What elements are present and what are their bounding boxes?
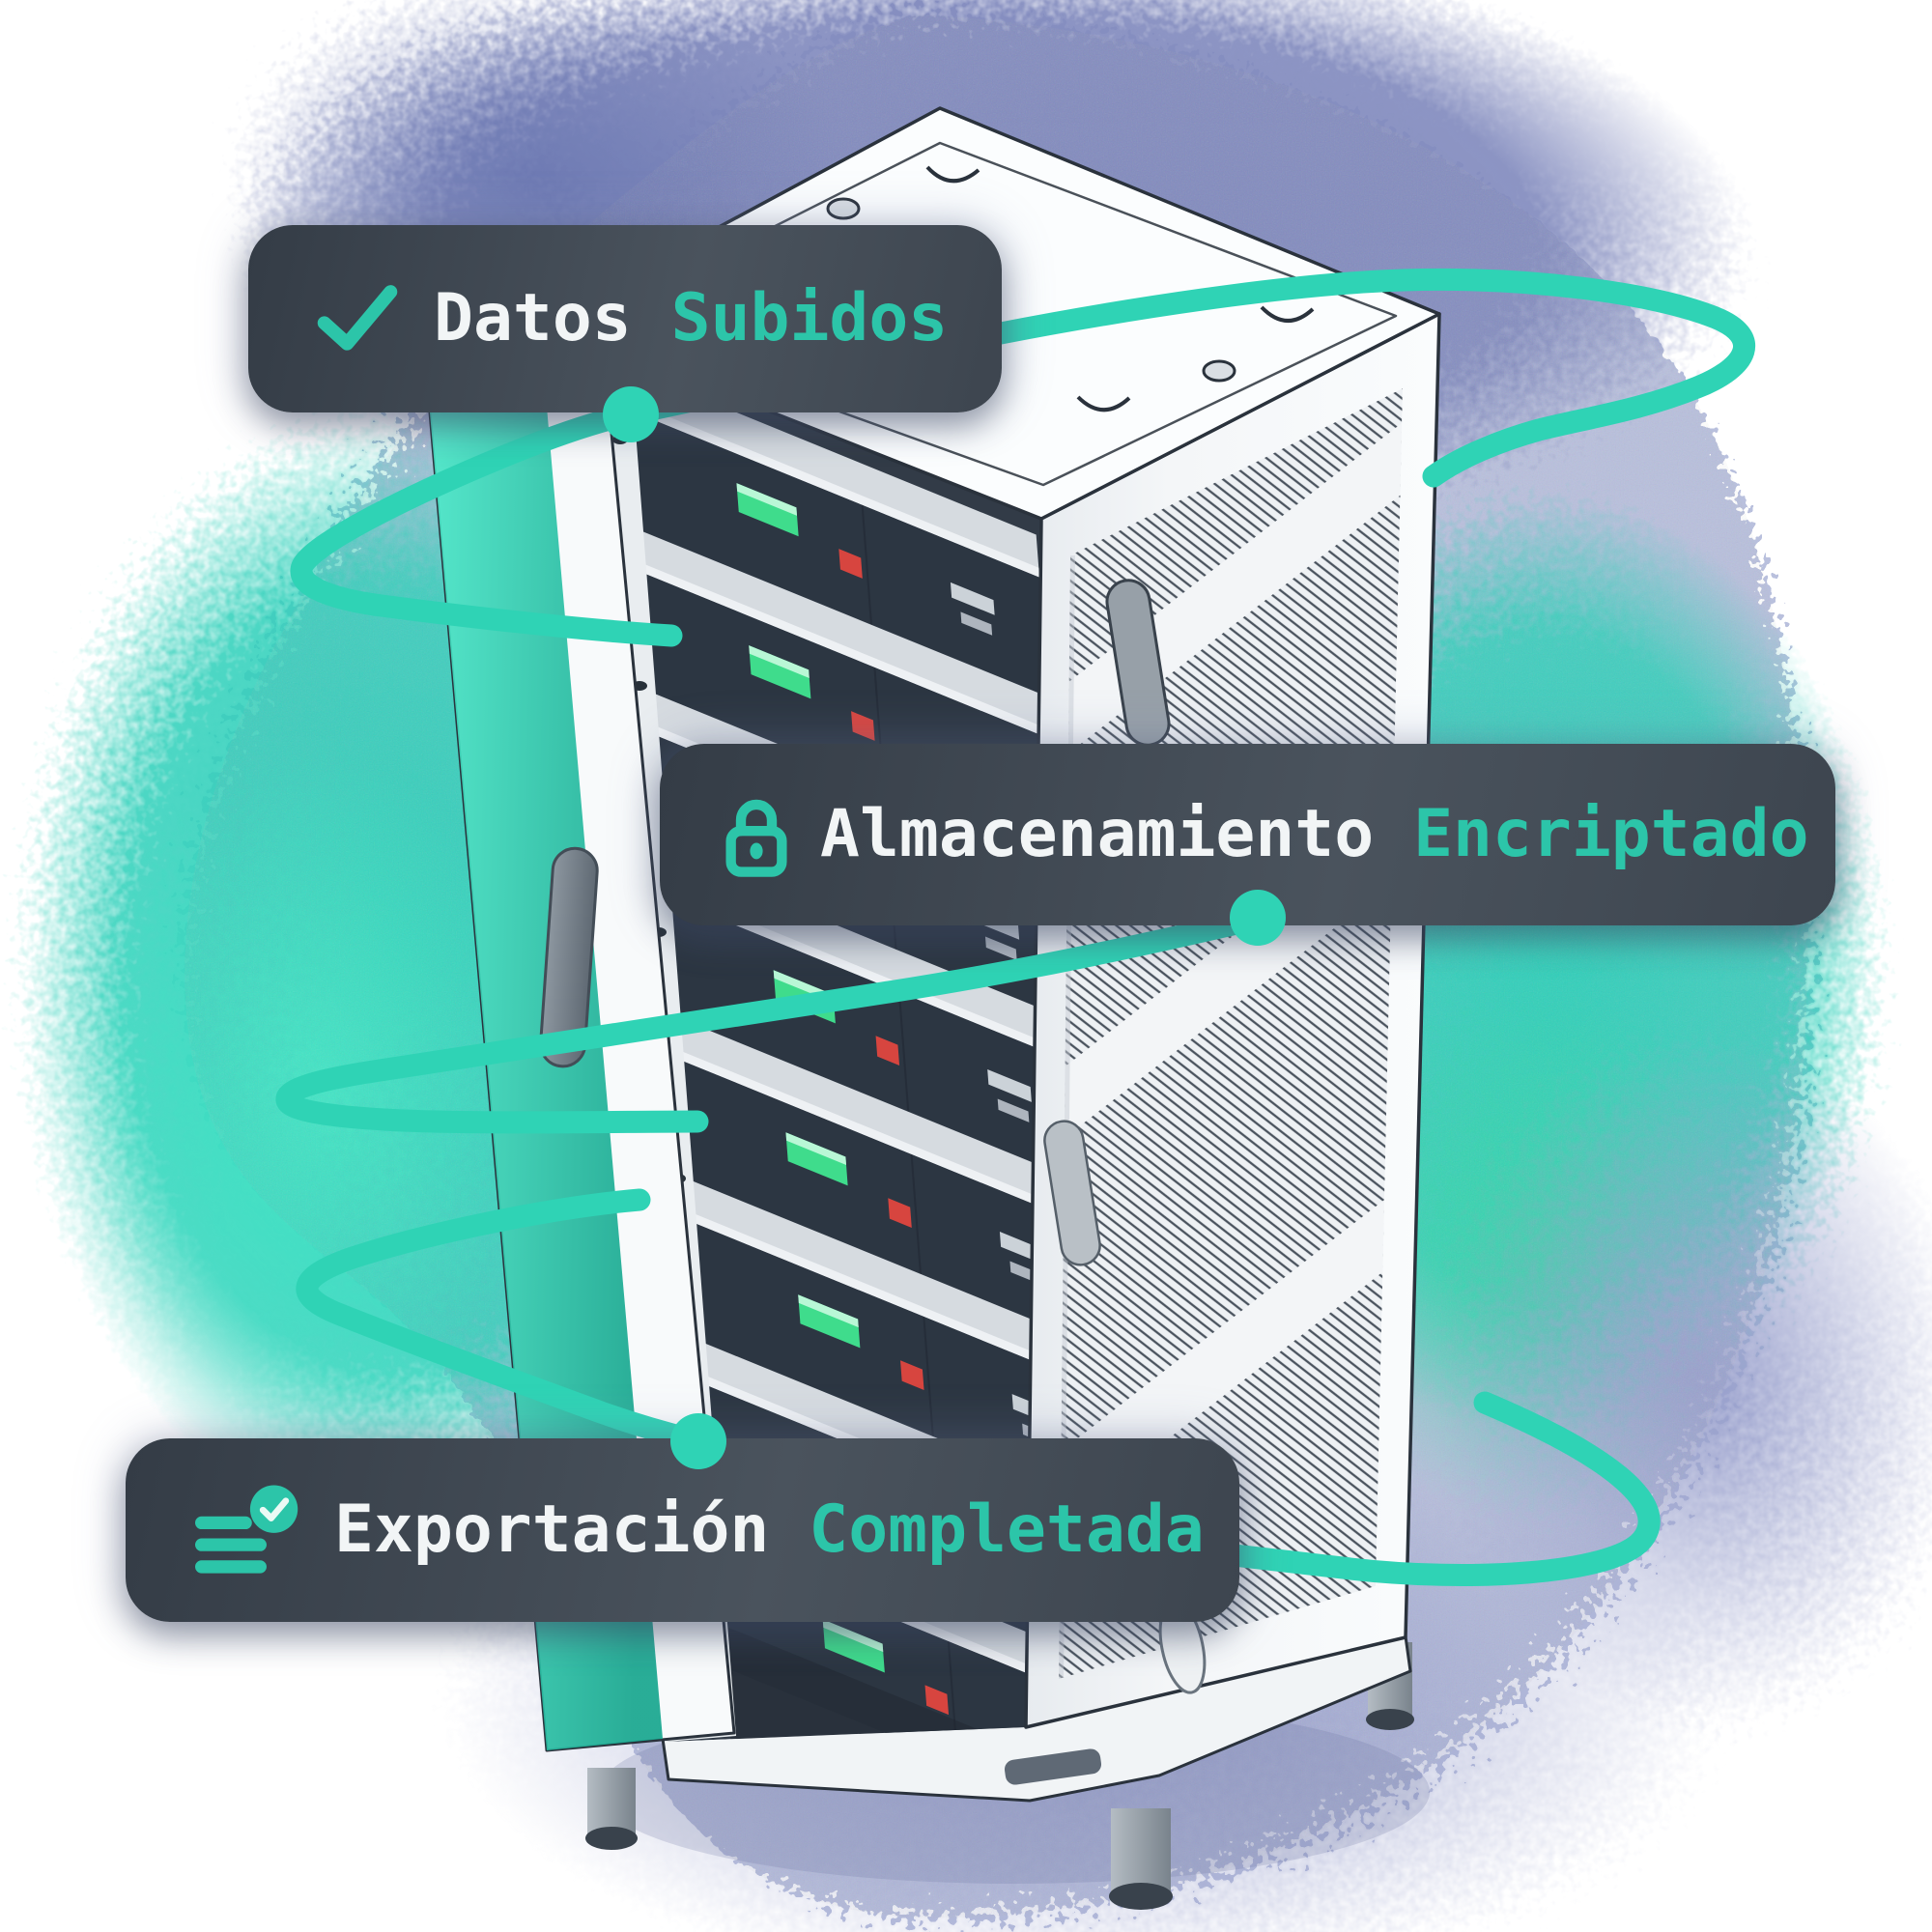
connector-dot-exportacion	[670, 1413, 726, 1469]
badge-label-accent: Completada	[809, 1492, 1205, 1568]
base-vent-slot	[1004, 1748, 1102, 1785]
export-list-check-icon	[195, 1485, 298, 1574]
orbit-line-bottom-left	[296, 1188, 710, 1453]
badge-datos-subidos: Datos Subidos	[248, 225, 1002, 412]
badge-label: Almacenamiento Encriptado	[820, 802, 1809, 867]
connector-dot-almacenamiento	[1230, 890, 1286, 946]
badge-label-accent: Subidos	[670, 280, 949, 356]
badge-label: Exportación Completada	[334, 1497, 1205, 1563]
badge-label-primary: Almacenamiento	[820, 796, 1375, 872]
badge-label-primary: Exportación	[334, 1492, 770, 1568]
top-bolt	[1202, 359, 1236, 383]
orbit-line-middle	[275, 907, 1269, 1134]
lock-icon	[725, 799, 787, 877]
top-bolt	[826, 197, 861, 220]
connector-dot-datos	[603, 386, 659, 442]
orbit-line-bottom-right	[1189, 1391, 1661, 1586]
side-latch-handle-lower	[1043, 1120, 1101, 1266]
door-handle	[539, 846, 599, 1068]
badge-label-accent: Encriptado	[1413, 796, 1809, 872]
badge-label: Datos Subidos	[434, 286, 948, 352]
badge-exportacion-completada: Exportación Completada	[126, 1438, 1239, 1622]
badge-label-primary: Datos	[434, 280, 632, 356]
check-icon	[317, 285, 398, 351]
